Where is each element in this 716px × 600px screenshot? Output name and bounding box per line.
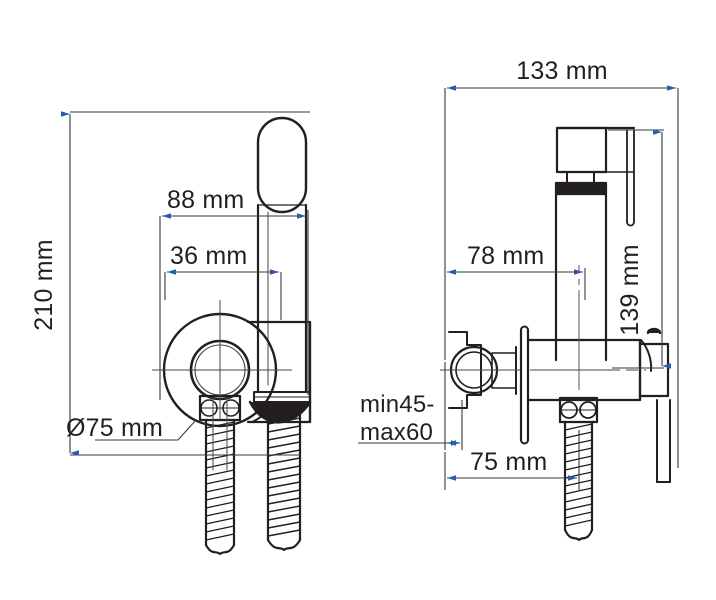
dim-text-minmax-line1: min45- (360, 391, 435, 418)
side-view-dimension-lines (358, 85, 679, 490)
dim-text-210: 210 mm (30, 239, 58, 331)
left-hose-nut (198, 394, 242, 422)
side-view-centerlines (440, 265, 646, 390)
front-view-centerlines (152, 300, 292, 420)
left-hose-inner-tube (212, 397, 228, 471)
side-hose-nut-bolt-b (579, 401, 597, 419)
dim-text-36: 36 mm (170, 242, 247, 270)
dim-text-88: 88 mm (167, 186, 244, 214)
leader-d75 (95, 419, 197, 441)
lever-handle-capsule (256, 116, 308, 214)
wall-flange-top-cap (520, 325, 529, 331)
left-hose-corrugations (205, 421, 235, 541)
side-hose-nut (558, 396, 599, 424)
side-hose-tip (563, 528, 594, 542)
wall-flange-bottom-cap (520, 439, 529, 445)
lever-block (555, 126, 608, 174)
front-view-geometry (162, 116, 312, 556)
dim-text-133: 133 mm (516, 57, 608, 85)
side-hose-nut-bolt-a (560, 401, 578, 419)
left-hose-nut-bolt-a (200, 399, 218, 417)
dim-text-75: 75 mm (470, 448, 547, 476)
handle-rod-tip (626, 221, 635, 227)
side-outlet-rod (656, 399, 671, 483)
wall-flange-plate (519, 328, 530, 442)
dim-text-139: 139 mm (616, 244, 644, 336)
left-hose-nut-bolt-b (222, 399, 240, 417)
front-view-dimension-lines (61, 111, 310, 456)
left-hose-tip (204, 543, 236, 556)
dim-text-minmax-line2: max60 (360, 419, 433, 446)
lever-neck (566, 171, 595, 184)
handle-rod (626, 129, 635, 223)
right-hose-corrugations (267, 417, 301, 537)
spout-column (256, 203, 308, 394)
body-to-hose-shoulder (251, 409, 273, 423)
right-hose-tip (266, 538, 302, 552)
dim-text-78: 78 mm (467, 242, 544, 270)
side-knob-pin (646, 327, 662, 335)
dim-text-d75: Ø75 mm (66, 414, 163, 442)
spout-cap (554, 181, 608, 196)
side-spout-column (554, 192, 608, 362)
